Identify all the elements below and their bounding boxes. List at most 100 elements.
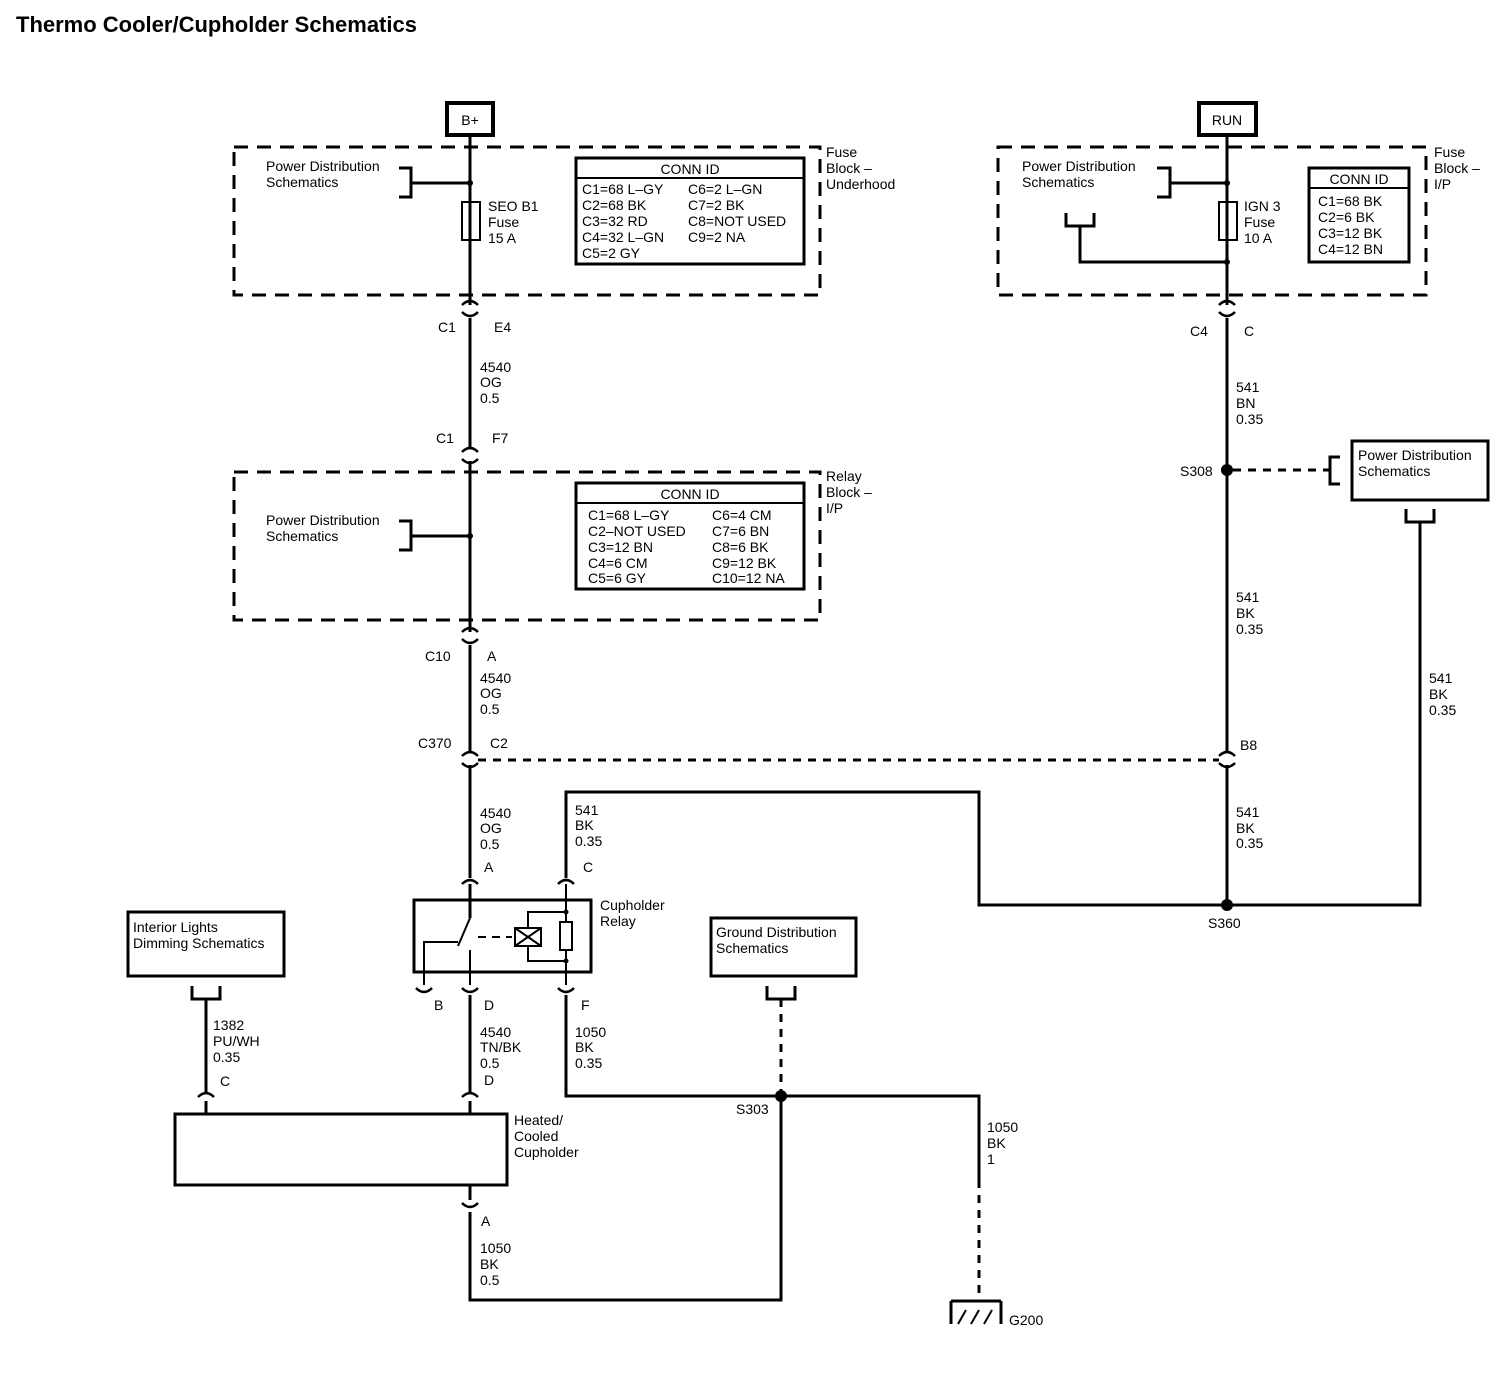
svg-text:S308: S308 bbox=[1180, 463, 1213, 479]
svg-text:Schematics: Schematics bbox=[1022, 174, 1094, 190]
bplus-label: B+ bbox=[461, 112, 479, 128]
svg-text:Cupholder: Cupholder bbox=[514, 1144, 579, 1160]
svg-text:C8=6 BK: C8=6 BK bbox=[712, 539, 769, 555]
svg-text:C9=2 NA: C9=2 NA bbox=[688, 229, 746, 245]
ip-power-distribution-ref[interactable]: Power Distribution Schematics bbox=[1022, 158, 1230, 199]
svg-text:Power Distribution: Power Distribution bbox=[266, 512, 380, 528]
svg-text:Fuse: Fuse bbox=[1244, 214, 1275, 230]
svg-text:Relay: Relay bbox=[600, 913, 636, 929]
connector-c10-a: C10 A bbox=[425, 626, 497, 664]
svg-text:541: 541 bbox=[1236, 804, 1260, 820]
relay-pin-d: D bbox=[484, 997, 494, 1013]
svg-text:4540: 4540 bbox=[480, 359, 511, 375]
svg-text:IGN 3: IGN 3 bbox=[1244, 198, 1281, 214]
svg-text:C3=32 RD: C3=32 RD bbox=[582, 213, 648, 229]
connector-c1-f7: C1 F7 bbox=[436, 430, 509, 465]
svg-text:BK: BK bbox=[1429, 686, 1448, 702]
svg-text:541: 541 bbox=[1236, 379, 1260, 395]
svg-text:E4: E4 bbox=[494, 319, 511, 335]
svg-text:BK: BK bbox=[480, 1256, 499, 1272]
svg-text:4540: 4540 bbox=[480, 805, 511, 821]
svg-text:C4=12 BN: C4=12 BN bbox=[1318, 241, 1383, 257]
relay-block-ip bbox=[232, 470, 822, 622]
svg-text:0.5: 0.5 bbox=[480, 836, 500, 852]
power-distribution-ref-right[interactable]: Power Distribution Schematics bbox=[1328, 439, 1490, 524]
ip-conn-id-table: CONN ID C1=68 BK C2=6 BK C3=12 BK C4=12 … bbox=[1307, 166, 1411, 264]
fuse-seo-b1: SEO B1 Fuse 15 A bbox=[461, 198, 539, 246]
svg-text:PU/WH: PU/WH bbox=[213, 1033, 260, 1049]
svg-text:C5=6 GY: C5=6 GY bbox=[588, 570, 647, 586]
svg-text:10 A: 10 A bbox=[1244, 230, 1273, 246]
svg-text:Cupholder: Cupholder bbox=[600, 897, 665, 913]
svg-text:BK: BK bbox=[987, 1135, 1006, 1151]
svg-text:BK: BK bbox=[575, 817, 594, 833]
svg-text:C1=68 L–GY: C1=68 L–GY bbox=[588, 507, 670, 523]
svg-text:BN: BN bbox=[1236, 395, 1255, 411]
run-label: RUN bbox=[1212, 112, 1242, 128]
svg-text:C9=12 BK: C9=12 BK bbox=[712, 555, 777, 571]
run-source-tag: RUN bbox=[1197, 101, 1258, 137]
svg-text:C1: C1 bbox=[436, 430, 454, 446]
bplus-source-tag: B+ bbox=[445, 101, 495, 137]
svg-text:SEO B1: SEO B1 bbox=[488, 198, 539, 214]
relay-pin-b: B bbox=[434, 997, 443, 1013]
svg-text:Ground Distribution: Ground Distribution bbox=[716, 924, 837, 940]
svg-text:541: 541 bbox=[1429, 670, 1453, 686]
relay-conn-id-table: CONN ID C1=68 L–GY C2–NOT USED C3=12 BN … bbox=[574, 481, 806, 591]
svg-text:C4=6 CM: C4=6 CM bbox=[588, 555, 648, 571]
svg-text:C8=NOT USED: C8=NOT USED bbox=[688, 213, 786, 229]
svg-text:C7=2 BK: C7=2 BK bbox=[688, 197, 745, 213]
svg-text:CONN ID: CONN ID bbox=[1329, 171, 1388, 187]
svg-text:C10: C10 bbox=[425, 648, 451, 664]
heated-cooled-cupholder: Heated/ Cooled Cupholder bbox=[173, 1112, 579, 1187]
svg-text:0.5: 0.5 bbox=[480, 701, 500, 717]
wire-label-541-bn: 541 BN 0.35 bbox=[1236, 379, 1263, 427]
fuse-block-underhood bbox=[232, 145, 822, 297]
svg-text:BK: BK bbox=[1236, 820, 1255, 836]
wire-1382: 1382 PU/WH 0.35 C bbox=[197, 999, 260, 1114]
relay-pin-c: C bbox=[583, 859, 593, 875]
fuse-block-ip bbox=[996, 145, 1428, 297]
svg-text:B8: B8 bbox=[1240, 737, 1257, 753]
svg-text:C: C bbox=[1244, 323, 1254, 339]
svg-text:I/P: I/P bbox=[1434, 176, 1451, 192]
svg-text:C6=2 L–GN: C6=2 L–GN bbox=[688, 181, 762, 197]
svg-text:0.35: 0.35 bbox=[1236, 411, 1263, 427]
svg-text:C1=68 L–GY: C1=68 L–GY bbox=[582, 181, 664, 197]
svg-text:G200: G200 bbox=[1009, 1312, 1043, 1328]
svg-text:S303: S303 bbox=[736, 1101, 769, 1117]
svg-text:Heated/: Heated/ bbox=[514, 1112, 563, 1128]
wire-1050-cupholder-ground: A 1050 BK 0.5 bbox=[461, 1096, 783, 1302]
svg-text:C1: C1 bbox=[438, 319, 456, 335]
svg-text:Power Distribution: Power Distribution bbox=[1022, 158, 1136, 174]
svg-text:4540: 4540 bbox=[480, 670, 511, 686]
ground-g200: G200 bbox=[949, 1299, 1043, 1328]
svg-text:Power Distribution: Power Distribution bbox=[1358, 447, 1472, 463]
ground-distribution-ref[interactable]: Ground Distribution Schematics bbox=[709, 916, 858, 1090]
splice-s360: S360 bbox=[1208, 899, 1241, 931]
svg-text:Schematics: Schematics bbox=[266, 174, 338, 190]
interior-lights-dimming-ref[interactable]: Interior Lights Dimming Schematics bbox=[126, 910, 286, 1001]
svg-text:C2–NOT USED: C2–NOT USED bbox=[588, 523, 686, 539]
wire-label-4540-og-3: 4540 OG 0.5 bbox=[480, 805, 511, 852]
svg-text:C4: C4 bbox=[1190, 323, 1208, 339]
svg-text:C3=12 BN: C3=12 BN bbox=[588, 539, 653, 555]
wire-541-far-right: 541 BK 0.35 bbox=[1227, 522, 1456, 907]
relay-power-distribution-ref[interactable]: Power Distribution Schematics bbox=[266, 512, 473, 552]
svg-text:D: D bbox=[484, 1072, 494, 1088]
svg-text:Dimming Schematics: Dimming Schematics bbox=[133, 935, 264, 951]
svg-text:0.35: 0.35 bbox=[575, 833, 602, 849]
svg-text:Cooled: Cooled bbox=[514, 1128, 558, 1144]
svg-text:1050: 1050 bbox=[575, 1024, 606, 1040]
svg-text:1050: 1050 bbox=[987, 1119, 1018, 1135]
page-title: Thermo Cooler/Cupholder Schematics bbox=[16, 12, 417, 37]
underhood-power-distribution-ref[interactable]: Power Distribution Schematics bbox=[266, 158, 473, 199]
svg-text:Power Distribution: Power Distribution bbox=[266, 158, 380, 174]
svg-text:C370: C370 bbox=[418, 735, 452, 751]
svg-text:CONN ID: CONN ID bbox=[660, 161, 719, 177]
svg-text:0.5: 0.5 bbox=[480, 1272, 500, 1288]
svg-text:Block –: Block – bbox=[826, 160, 872, 176]
svg-text:C5=2 GY: C5=2 GY bbox=[582, 245, 641, 261]
wire-4540-tn-bk: 4540 TN/BK 0.5 D bbox=[461, 995, 522, 1114]
svg-text:Interior Lights: Interior Lights bbox=[133, 919, 218, 935]
